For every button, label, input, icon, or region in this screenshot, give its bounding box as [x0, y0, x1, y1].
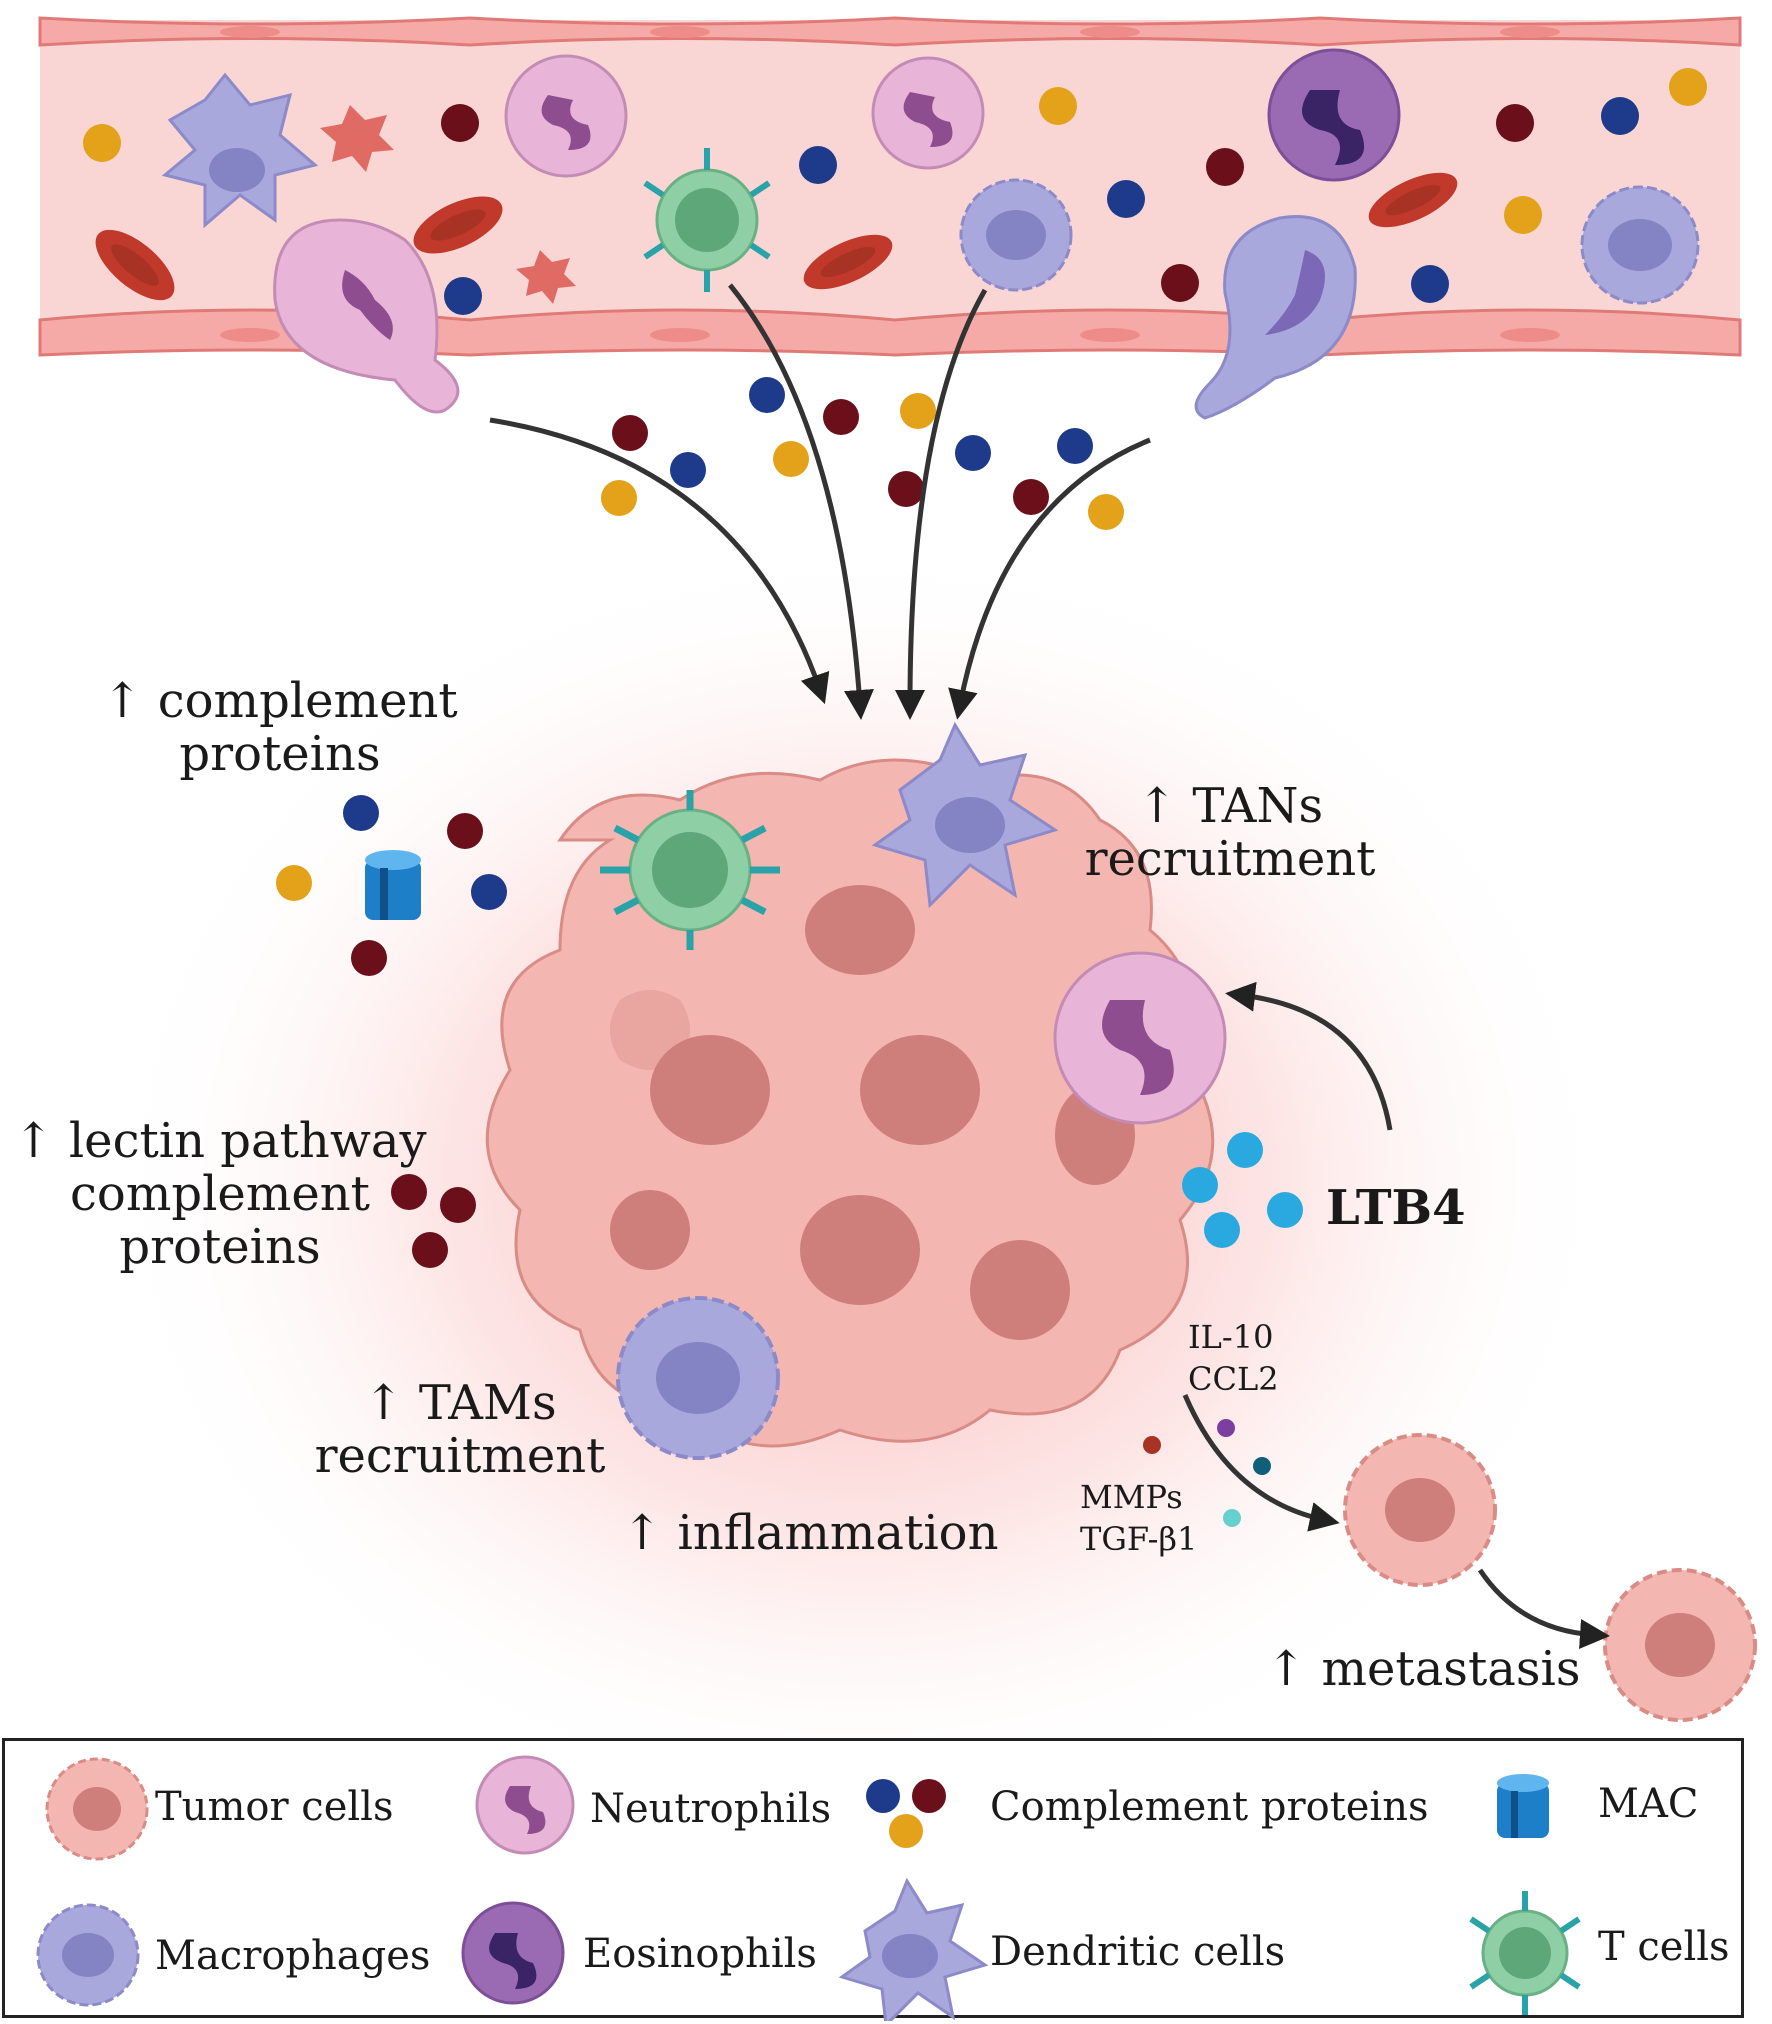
inflammation-label: ↑ inflammation — [622, 1505, 999, 1561]
legend-label-neutrophils: Neutrophils — [590, 1786, 832, 1832]
t-cell-icon — [1469, 1891, 1581, 2015]
red-blood-cells — [95, 172, 1458, 301]
lectin-label-line1: ↑ lectin pathway — [13, 1113, 427, 1169]
mac-icon — [1497, 1774, 1549, 1838]
ltb4-arrow — [1225, 981, 1393, 1131]
released-complement-proteins — [601, 377, 1124, 530]
legend-label-tumor-cells: Tumor cells — [155, 1784, 394, 1830]
vessel-macrophage-2 — [1580, 185, 1700, 305]
tams-label-line2: recruitment — [314, 1427, 606, 1484]
complement-label: ↑ complement proteins — [90, 675, 470, 781]
eosinophil-icon — [461, 1901, 565, 2005]
tams-label-line1: ↑ TAMs — [363, 1375, 557, 1431]
tans-label-line1: ↑ TANs — [1136, 778, 1324, 834]
legend-label-t-cells: T cells — [1598, 1924, 1730, 1970]
vessel-neutrophil-1 — [504, 54, 628, 178]
metastatic-cell-1 — [1343, 1433, 1497, 1587]
ltb4-molecules — [1182, 1132, 1303, 1248]
legend-label-macrophages: Macrophages — [155, 1933, 431, 1979]
platelets — [320, 105, 576, 304]
tumor-complement-proteins — [276, 795, 507, 976]
mmps-label: MMPs — [1080, 1478, 1183, 1516]
vessel-t-cell — [643, 148, 771, 292]
legend: Tumor cells Neutrophils Complement prote… — [2, 1738, 1744, 2021]
lectin-label-line2: complement — [70, 1165, 370, 1222]
metastasis-label: ↑ metastasis — [1266, 1641, 1581, 1697]
tans-label: ↑ TANs recruitment — [1070, 780, 1390, 886]
legend-label-dendritic-cells: Dendritic cells — [990, 1929, 1286, 1975]
lectin-complement-proteins — [391, 1174, 476, 1268]
tumor-neutrophil — [1053, 951, 1227, 1125]
mac-complex — [365, 850, 421, 920]
legend-label-eosinophils: Eosinophils — [583, 1931, 817, 1977]
tams-label: ↑ TAMs recruitment — [300, 1377, 620, 1483]
vessel-eosinophil — [1267, 48, 1401, 182]
ltb4-label: LTB4 — [1326, 1180, 1466, 1236]
tumor-mass — [485, 758, 1215, 1448]
metastasis-arrow-2 — [1477, 1568, 1610, 1649]
tumor-t-cell — [600, 790, 780, 950]
ccl2-label: CCL2 — [1188, 1360, 1279, 1398]
legend-icons — [36, 1755, 1581, 2021]
neutrophil-icon — [475, 1755, 575, 1855]
dendritic-cell-icon — [838, 1877, 989, 2021]
vessel-macrophage-1 — [959, 178, 1073, 292]
recruitment-arrows — [489, 283, 1151, 720]
tgf-label: TGF-β1 — [1080, 1520, 1198, 1558]
il10-label: IL-10 — [1188, 1318, 1274, 1356]
legend-label-complement-proteins: Complement proteins — [990, 1784, 1429, 1830]
legend-label-mac: MAC — [1598, 1781, 1699, 1827]
complement-proteins-icon — [866, 1779, 946, 1848]
vessel-dendritic-cell — [161, 72, 319, 229]
macrophage-icon — [36, 1903, 140, 2007]
tans-label-line2: recruitment — [1084, 830, 1376, 887]
complement-label-line2: proteins — [179, 725, 381, 782]
vessel-neutrophil-2 — [871, 56, 985, 170]
metastatic-cell-2 — [1603, 1568, 1757, 1722]
metastasis-arrow-1 — [1182, 1394, 1340, 1532]
complement-label-line1: ↑ complement — [102, 673, 458, 729]
tumor-cell-icon — [45, 1757, 149, 1861]
tumor-dendritic-cell — [871, 721, 1059, 909]
cytokine-molecules — [1143, 1419, 1271, 1527]
lectin-label-line3: proteins — [119, 1218, 321, 1275]
extravasating-neutrophil — [273, 218, 460, 414]
lectin-label: ↑ lectin pathway complement proteins — [10, 1115, 430, 1273]
extravasating-monocyte — [1194, 215, 1357, 420]
tumor-macrophage — [616, 1296, 780, 1460]
vessel-complement-proteins — [83, 68, 1707, 315]
